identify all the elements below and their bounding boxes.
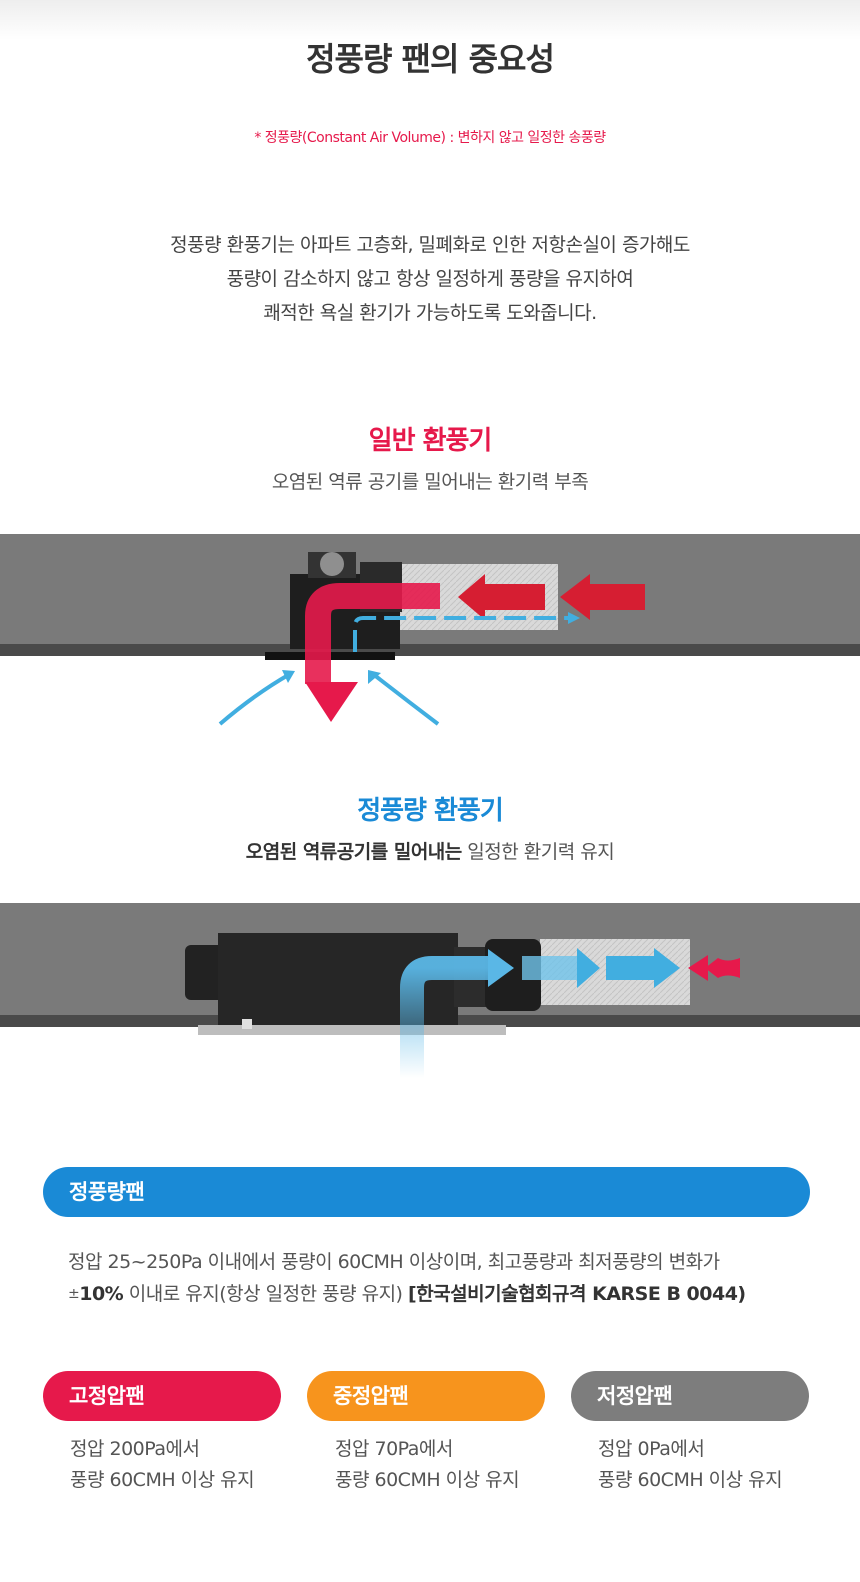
medium-pressure-fan-description: 정압 70Pa에서 풍량 60CMH 이상 유지 (335, 1434, 520, 1496)
description-line: 정압 200Pa에서 (70, 1438, 200, 1460)
description-line: 풍량 60CMH 이상 유지 (70, 1469, 255, 1491)
intro-line: 정풍량 환풍기는 아파트 고층화, 밀폐화로 인한 저항손실이 증가해도 (170, 234, 690, 256)
high-pressure-fan-description: 정압 200Pa에서 풍량 60CMH 이상 유지 (70, 1434, 255, 1496)
exhaust-down-arrow (305, 682, 358, 722)
definition-line-1: 정압 25~250Pa 이내에서 풍량이 60CMH 이상이며, 최고풍량과 최… (68, 1251, 720, 1273)
intro-line: 쾌적한 욕실 환기가 가능하도록 도와줍니다. (263, 302, 597, 324)
cav-fan-diagram (0, 903, 860, 1078)
intake-arrow-left (218, 672, 291, 726)
cav-fan-label-bar: 정풍량팬 (43, 1167, 810, 1217)
low-pressure-fan-label: 저정압팬 (571, 1371, 809, 1421)
general-fan-diagram (0, 534, 860, 726)
intake-arrow-right (371, 672, 440, 726)
exhaust-path-arrow (400, 956, 490, 1078)
tolerance-value: 10% (79, 1283, 124, 1305)
weak-airflow-arrow (353, 616, 575, 652)
plus-minus-sign: ± (68, 1286, 80, 1302)
description-line: 정압 70Pa에서 (335, 1438, 453, 1460)
cav-fan-subtitle: 오염된 역류공기를 밀어내는 일정한 환기력 유지 (0, 837, 860, 864)
medium-pressure-fan-label: 중정압팬 (307, 1371, 545, 1421)
exhaust-path-arrow (305, 583, 440, 684)
description-line: 정압 0Pa에서 (598, 1438, 705, 1460)
backflow-arrow (705, 958, 740, 978)
high-pressure-fan-label: 고정압팬 (43, 1371, 281, 1421)
ceiling-panel (0, 644, 860, 656)
standard-reference: [한국설비기술협회규격 KARSE B 0044) (408, 1283, 746, 1305)
definition-line-2-text: 이내로 유지(항상 일정한 풍량 유지) (123, 1283, 409, 1305)
top-shade (0, 0, 860, 40)
intro-paragraph: 정풍량 환풍기는 아파트 고층화, 밀폐화로 인한 저항손실이 증가해도 풍량이… (0, 228, 860, 330)
general-fan-title: 일반 환풍기 (368, 426, 493, 456)
definition-note: * 정풍량(Constant Air Volume) : 변하지 않고 일정한 … (254, 130, 606, 146)
description-line: 풍량 60CMH 이상 유지 (335, 1469, 520, 1491)
exhaust-arrow-head (488, 949, 514, 987)
page-title: 정풍량 팬의 중요성 (306, 40, 555, 78)
cav-fan-subtitle-bold: 오염된 역류공기를 밀어내는 (245, 841, 463, 863)
backflow-arrow (458, 574, 645, 620)
general-fan-subtitle: 오염된 역류 공기를 밀어내는 환기력 부족 (271, 471, 589, 493)
low-pressure-fan-description: 정압 0Pa에서 풍량 60CMH 이상 유지 (598, 1434, 783, 1496)
definition-line-2: ±10% 이내로 유지(항상 일정한 풍량 유지) [한국설비기술협회규격 KA… (68, 1278, 746, 1310)
intro-line: 풍량이 감소하지 않고 항상 일정하게 풍량을 유지하여 (226, 268, 634, 290)
cav-fan-definition: 정압 25~250Pa 이내에서 풍량이 60CMH 이상이며, 최고풍량과 최… (68, 1246, 746, 1310)
cav-fan-subtitle-rest: 일정한 환기력 유지 (461, 841, 615, 863)
cav-fan-title: 정풍량 환풍기 (357, 796, 504, 826)
description-line: 풍량 60CMH 이상 유지 (598, 1469, 783, 1491)
constant-airflow-arrow (522, 948, 680, 988)
